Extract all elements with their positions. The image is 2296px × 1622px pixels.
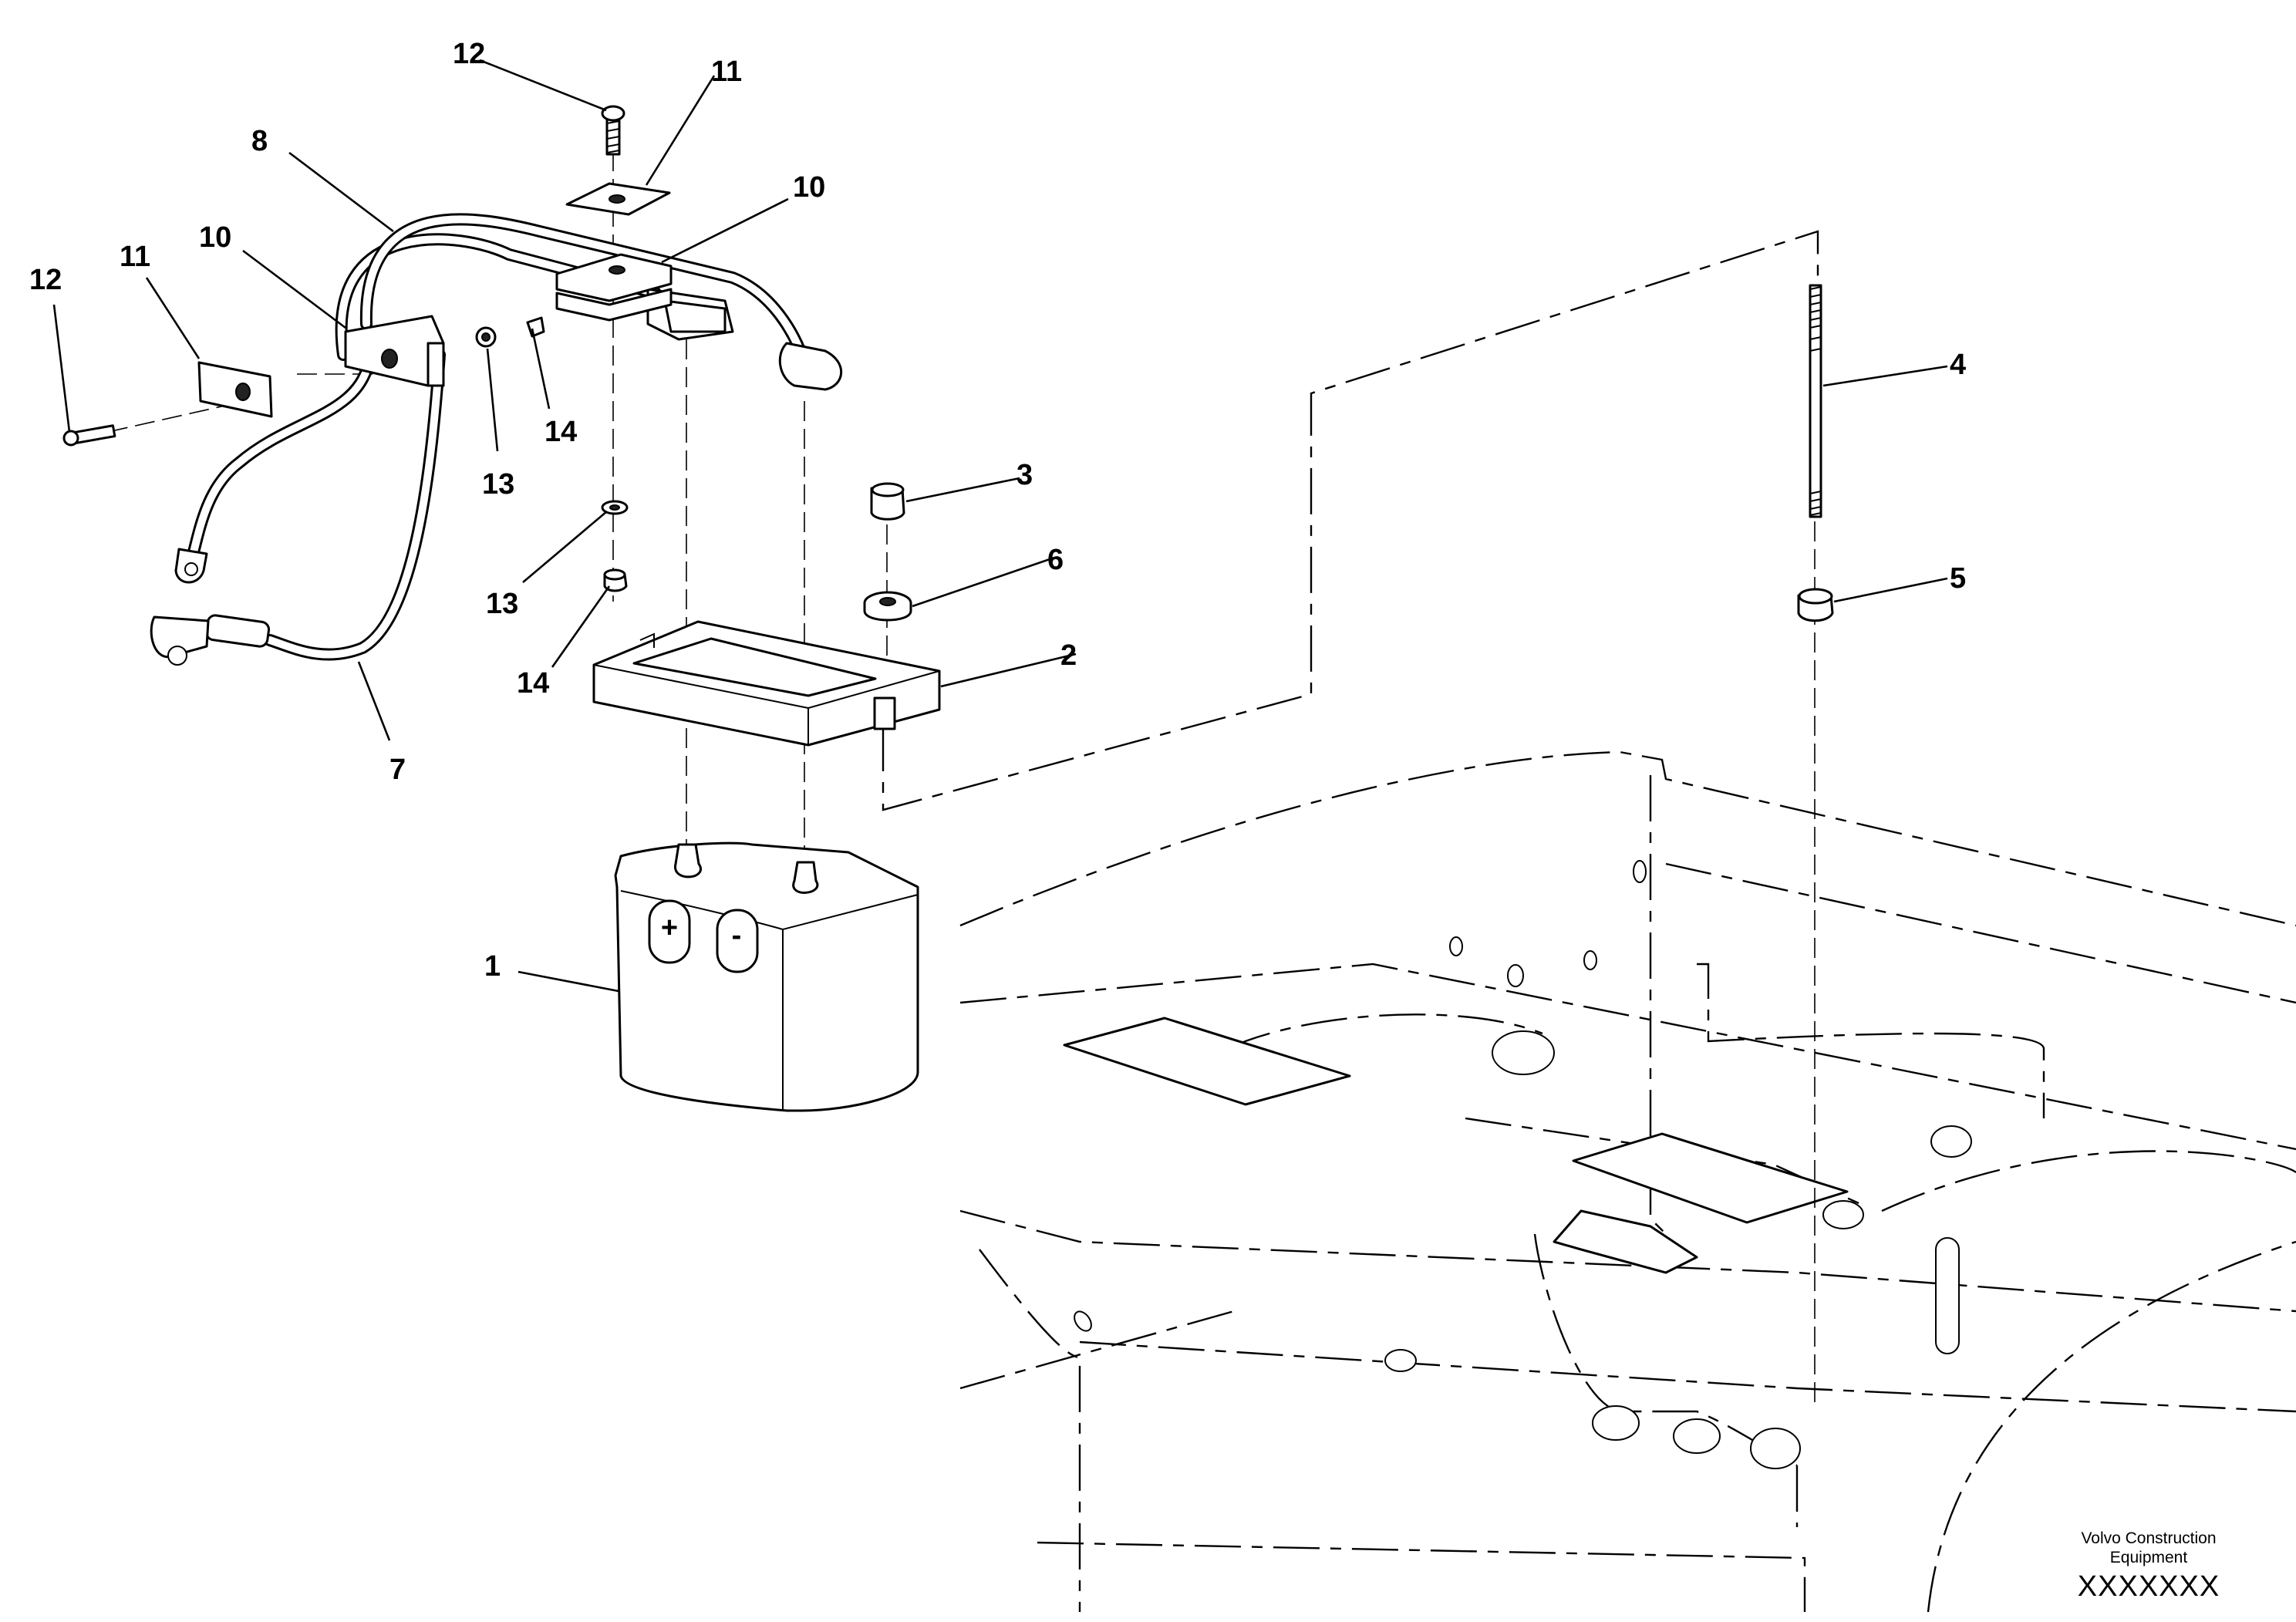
bolt-12-lower xyxy=(62,424,116,447)
nut-14-upper xyxy=(526,316,545,338)
callout-8: 8 xyxy=(251,125,268,157)
washer-13-lower xyxy=(601,500,629,515)
nut-5 xyxy=(1797,588,1834,622)
callout-13-lower: 13 xyxy=(486,588,518,620)
battery-tray xyxy=(592,620,941,747)
title-block: Volvo Construction Equipment XXXXXXX xyxy=(2068,1529,2230,1603)
mounting-plate xyxy=(1572,1132,1849,1224)
cable-7 xyxy=(150,233,662,666)
negative-terminal-sign: - xyxy=(732,919,742,952)
washer-13-upper xyxy=(475,326,497,348)
spacer-6 xyxy=(863,591,912,622)
callout-3: 3 xyxy=(1017,459,1033,491)
callout-4: 4 xyxy=(1950,349,1966,381)
nut-3 xyxy=(870,482,905,521)
plate-11-lower xyxy=(197,361,273,418)
callout-labels: 12 11 8 10 10 11 12 13 14 13 14 7 3 6 2 … xyxy=(29,38,1966,983)
callout-11-upper: 11 xyxy=(711,56,742,88)
callout-14-lower: 14 xyxy=(517,667,549,700)
clamp-10-lower xyxy=(344,315,445,387)
callout-7: 7 xyxy=(389,754,406,786)
mounting-plate xyxy=(1063,1017,1351,1106)
company-name: Volvo Construction Equipment xyxy=(2081,1529,2217,1566)
callout-5: 5 xyxy=(1950,562,1966,595)
callout-14-upper: 14 xyxy=(544,416,577,448)
terminal-negative-tab xyxy=(716,909,759,973)
terminal-post-positive xyxy=(674,843,702,878)
clamp-10-upper xyxy=(555,253,673,322)
cable-8 xyxy=(174,213,843,584)
callout-6: 6 xyxy=(1047,544,1064,576)
frame-bracket xyxy=(1553,1209,1698,1274)
callout-10-upper: 10 xyxy=(793,171,825,204)
machine-frame xyxy=(959,750,2296,1613)
positive-terminal-sign: + xyxy=(661,912,678,944)
callout-10-lower: 10 xyxy=(199,221,231,254)
callout-12-upper: 12 xyxy=(453,38,485,70)
callout-11-lower: 11 xyxy=(120,241,150,273)
bolt-12-upper xyxy=(601,105,625,156)
callout-1: 1 xyxy=(484,950,501,983)
stud-4 xyxy=(1809,284,1822,518)
leader-lines xyxy=(52,59,1948,993)
callout-2: 2 xyxy=(1060,639,1077,672)
callout-13-upper: 13 xyxy=(482,468,514,501)
assembly-lines xyxy=(107,123,1819,1404)
drawing-code: XXXXXXX xyxy=(2077,1570,2220,1603)
battery: + - xyxy=(614,841,919,1112)
callout-12-lower: 12 xyxy=(29,264,62,296)
terminal-post-negative xyxy=(792,861,819,894)
nut-14-lower xyxy=(603,568,628,592)
terminal-positive-tab xyxy=(648,899,691,964)
